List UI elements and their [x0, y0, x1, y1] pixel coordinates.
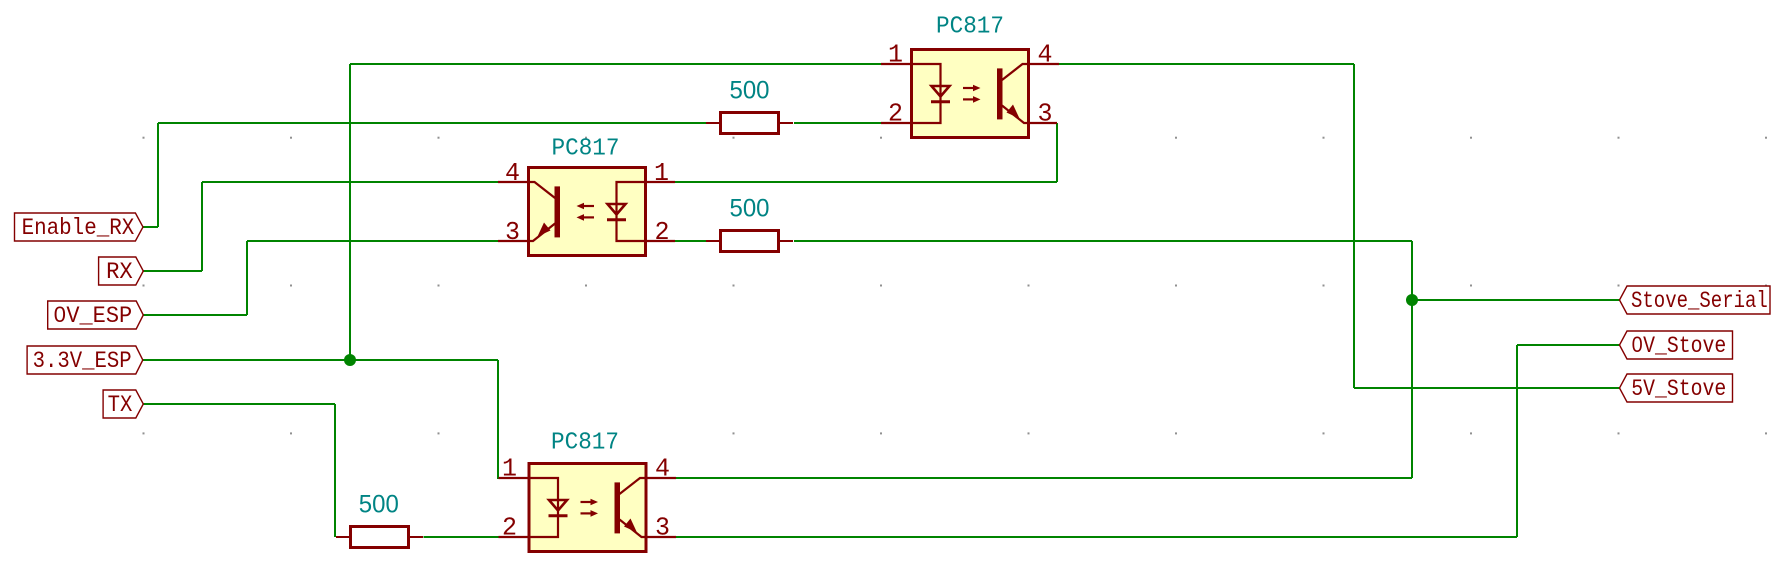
svg-text:Stove_Serial: Stove_Serial [1631, 288, 1768, 315]
svg-text:1: 1 [654, 158, 669, 188]
svg-text:500: 500 [730, 194, 770, 222]
svg-text:5V_Stove: 5V_Stove [1631, 376, 1726, 403]
svg-text:2: 2 [655, 217, 670, 247]
svg-text:3: 3 [1038, 99, 1053, 129]
svg-text:3.3V_ESP: 3.3V_ESP [33, 348, 132, 375]
svg-text:4: 4 [655, 454, 670, 484]
svg-text:500: 500 [359, 491, 399, 519]
svg-text:0V_Stove: 0V_Stove [1631, 333, 1726, 360]
svg-text:PC817: PC817 [552, 136, 620, 163]
svg-text:RX: RX [106, 259, 133, 286]
svg-text:4: 4 [505, 158, 520, 188]
svg-text:500: 500 [730, 76, 770, 104]
svg-text:TX: TX [108, 392, 133, 419]
svg-text:1: 1 [502, 454, 517, 484]
svg-text:PC817: PC817 [936, 14, 1004, 41]
svg-text:0V_ESP: 0V_ESP [53, 303, 132, 330]
svg-text:1: 1 [888, 40, 903, 70]
svg-text:2: 2 [888, 99, 903, 129]
svg-text:3: 3 [505, 217, 520, 247]
svg-text:4: 4 [1038, 40, 1053, 70]
svg-text:Enable_RX: Enable_RX [22, 215, 135, 242]
svg-text:2: 2 [502, 513, 517, 543]
svg-text:PC817: PC817 [551, 430, 619, 457]
svg-text:3: 3 [655, 513, 670, 543]
